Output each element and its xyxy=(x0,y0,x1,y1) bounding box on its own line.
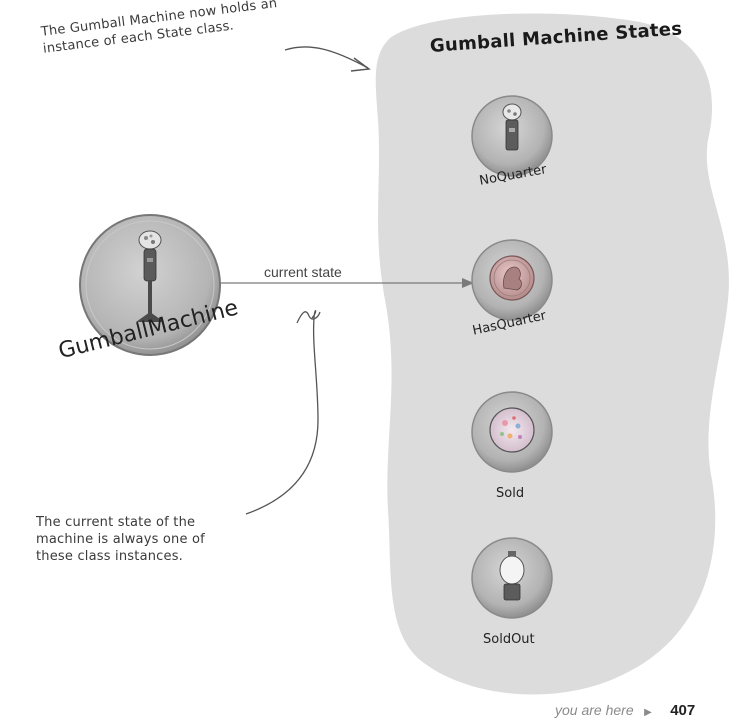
current-state-label: current state xyxy=(264,264,342,280)
states-region xyxy=(375,13,729,695)
you-are-here-text: you are here xyxy=(555,702,634,718)
empty-gumball-machine-icon xyxy=(499,551,525,601)
play-arrow-icon: ▶ xyxy=(644,707,652,718)
top-note-arrow xyxy=(284,46,369,69)
gumball-machine-icon xyxy=(136,230,164,322)
state-label-sold: Sold xyxy=(496,486,525,501)
page-number: 407 xyxy=(670,702,696,719)
bottom-note-arrow xyxy=(245,310,319,515)
quarter-coin-icon xyxy=(489,255,535,301)
gumball-machine-icon xyxy=(502,103,522,151)
bottom-note-line: The current state of the xyxy=(36,515,196,530)
bottom-note-line: these class instances. xyxy=(36,549,184,564)
gumball-icon xyxy=(489,407,535,453)
page-footer: you are here ▶ 407 xyxy=(555,702,695,720)
state-label-soldout: SoldOut xyxy=(483,632,535,647)
bottom-note: The current state of the machine is alwa… xyxy=(36,514,205,565)
bottom-note-line: machine is always one of xyxy=(36,532,205,547)
